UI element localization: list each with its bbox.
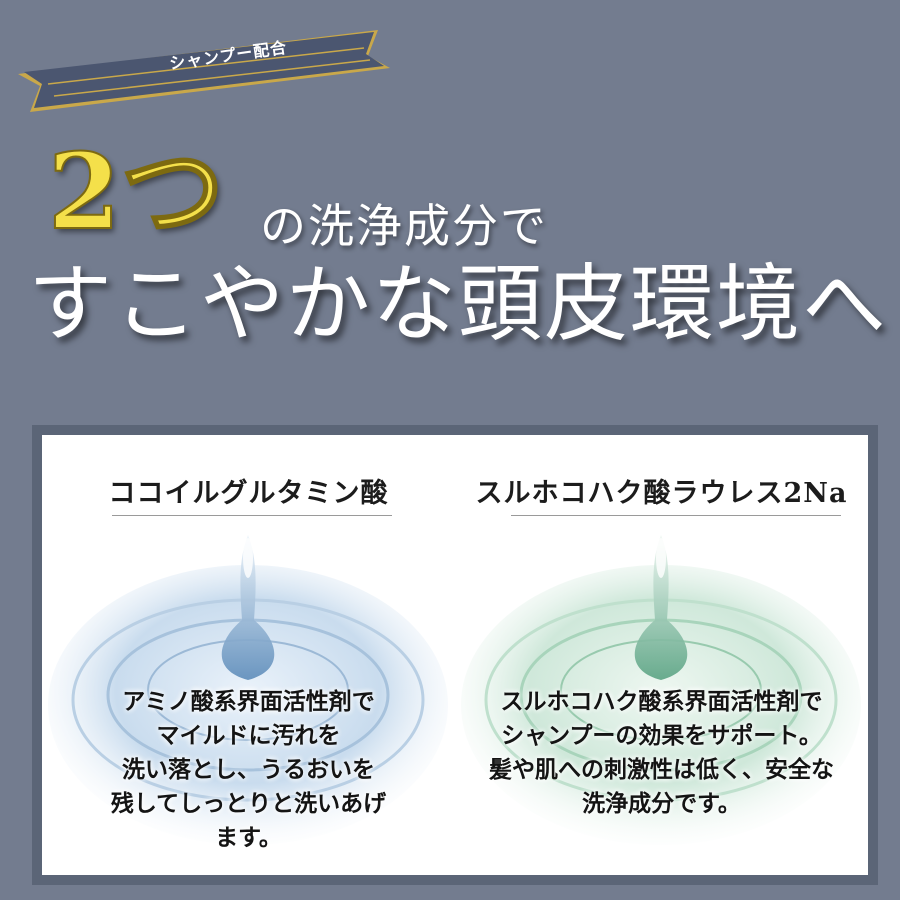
description-line: 洗い落とし、うるおいを	[122, 756, 375, 783]
water-drop-splash-icon	[461, 535, 861, 845]
ingredient-panel: ココイルグルタミン酸 アミノ酸系界面活性剤で	[32, 425, 878, 885]
title-divider	[112, 515, 392, 516]
description-line: マイルドに汚れを	[156, 722, 341, 749]
ribbon-shape	[18, 30, 390, 112]
headline-line-1-text: の洗浄成分で	[260, 199, 548, 253]
ribbon-badge: シャンプー配合	[18, 12, 398, 112]
ingredient-card-sulfosuccinate: スルホコハク酸ラウレス2Na スルホコハク酸系界面活性	[455, 435, 868, 885]
ingredient-description: アミノ酸系界面活性剤で マイルドに汚れを 洗い落とし、うるおいを 残してしっとり…	[42, 685, 455, 855]
description-line: アミノ酸系界面活性剤で	[122, 688, 375, 715]
ingredient-card-cocoyl-glutamate: ココイルグルタミン酸 アミノ酸系界面活性剤で	[42, 435, 455, 885]
title-divider	[511, 515, 841, 516]
description-line: シャンプーの効果をサポート。	[501, 722, 822, 749]
ingredient-description: スルホコハク酸系界面活性剤で シャンプーの効果をサポート。 髪や肌への刺激性は低…	[455, 685, 868, 821]
headline-number: 2つ	[47, 130, 225, 253]
water-drop-splash-icon	[48, 535, 448, 845]
description-line: 髪や肌への刺激性は低く、安全な	[489, 756, 834, 783]
ingredient-name: ココイルグルタミン酸	[108, 478, 389, 509]
description-line: スルホコハク酸系界面活性剤で	[500, 688, 823, 715]
description-line: 残してしっとりと洗いあげ	[110, 790, 387, 817]
ingredient-name: スルホコハク酸ラウレス2Na	[475, 478, 848, 509]
description-line: ます。	[215, 824, 282, 851]
description-line: 洗浄成分です。	[582, 790, 741, 817]
headline-line-1: 2つ の洗浄成分で	[40, 130, 860, 260]
headline-line-2: すこやかな頭皮環境へ	[28, 255, 889, 353]
